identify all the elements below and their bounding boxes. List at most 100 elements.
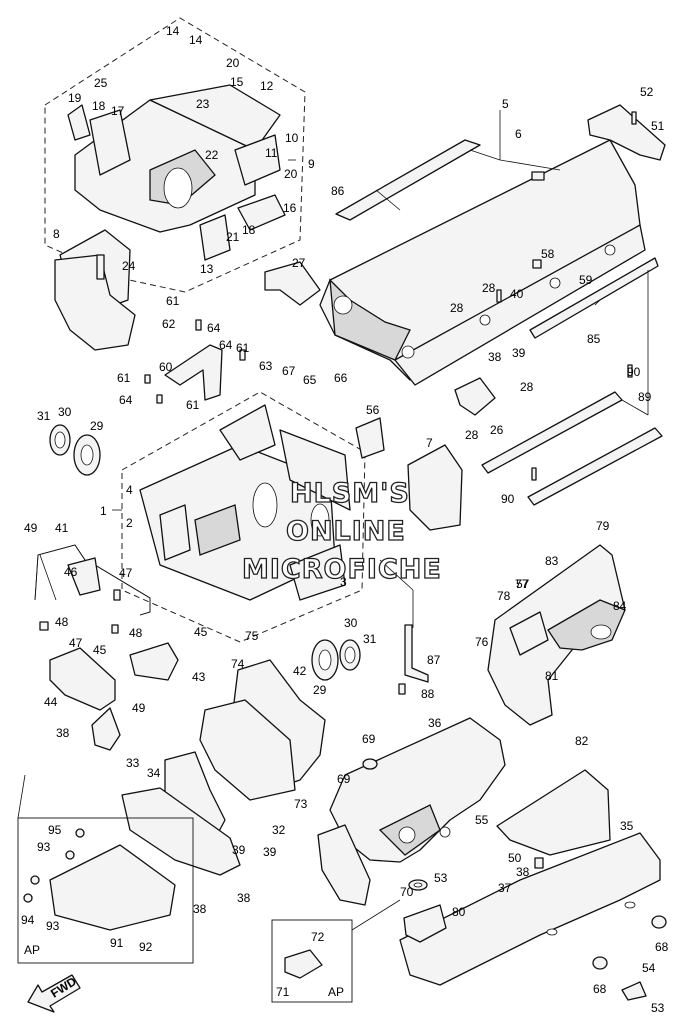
callout: 27 bbox=[292, 256, 306, 270]
callout: 39 bbox=[263, 845, 277, 859]
callout: 1 bbox=[100, 504, 107, 518]
guard-32 bbox=[121, 787, 241, 876]
callout: 16 bbox=[283, 201, 297, 215]
callout: 64 bbox=[119, 393, 133, 407]
callout: 38 bbox=[56, 726, 70, 740]
callout: 93 bbox=[46, 919, 60, 933]
callout: 79 bbox=[596, 519, 610, 533]
callout: 76 bbox=[475, 635, 489, 649]
callout: 38 bbox=[516, 865, 530, 879]
callout: 59 bbox=[579, 273, 593, 287]
callout: 90 bbox=[501, 492, 515, 506]
group-outline-9 bbox=[44, 17, 306, 293]
callout: 31 bbox=[363, 632, 377, 646]
callout: 28 bbox=[465, 428, 479, 442]
callout: 7 bbox=[426, 436, 433, 450]
callout: 42 bbox=[293, 664, 307, 678]
callout: 84 bbox=[613, 599, 627, 613]
callout: 30 bbox=[58, 405, 72, 419]
callout: 64 bbox=[219, 338, 233, 352]
callout: 52 bbox=[640, 85, 654, 99]
callout: 80 bbox=[452, 905, 466, 919]
bracket-7 bbox=[407, 444, 463, 531]
callout: 51 bbox=[651, 119, 665, 133]
fastener-93-lower bbox=[30, 875, 40, 885]
callout: 9 bbox=[308, 157, 315, 171]
callout: 85 bbox=[587, 332, 601, 346]
callout: 86 bbox=[331, 184, 345, 198]
inset-label-left: AP bbox=[24, 943, 40, 957]
callout: 35 bbox=[620, 819, 634, 833]
leader-lines bbox=[17, 110, 649, 931]
callout: 78 bbox=[497, 589, 511, 603]
callout: 73 bbox=[294, 797, 308, 811]
callout: 34 bbox=[147, 766, 161, 780]
callout: 49 bbox=[132, 701, 146, 715]
callout: 30 bbox=[344, 616, 358, 630]
side-panel-35 bbox=[399, 832, 661, 986]
callout: 12 bbox=[260, 79, 274, 93]
callout: 55 bbox=[475, 813, 489, 827]
watermark-line-2: ONLINE bbox=[286, 516, 406, 547]
bracket-51 bbox=[587, 104, 666, 161]
callout: 14 bbox=[166, 24, 180, 38]
callout: 39 bbox=[232, 843, 246, 857]
callout: 53 bbox=[651, 1001, 665, 1015]
callout: 18 bbox=[242, 223, 256, 237]
callout: 67 bbox=[282, 364, 296, 378]
pad-80 bbox=[403, 904, 447, 943]
callout: 37 bbox=[498, 881, 512, 895]
callout: 82 bbox=[575, 734, 589, 748]
inset-box-center bbox=[271, 919, 353, 1003]
clip-71 bbox=[284, 949, 323, 979]
bracket-33 bbox=[91, 707, 121, 751]
side-panel-right bbox=[487, 544, 626, 726]
callout: 6 bbox=[515, 127, 522, 141]
callout: 20 bbox=[284, 167, 298, 181]
callout: 8 bbox=[53, 227, 60, 241]
callout: 61 bbox=[117, 371, 131, 385]
callout: 62 bbox=[162, 317, 176, 331]
callout: 93 bbox=[37, 840, 51, 854]
callout: 61 bbox=[166, 294, 180, 308]
fwd-arrow-icon bbox=[27, 974, 81, 1013]
inset-label-center: AP bbox=[328, 985, 344, 999]
callout: 29 bbox=[90, 419, 104, 433]
callout: 47 bbox=[69, 636, 83, 650]
callout: 46 bbox=[64, 565, 78, 579]
plate-91 bbox=[49, 844, 176, 931]
callout: 94 bbox=[21, 913, 35, 927]
callout: 32 bbox=[272, 823, 286, 837]
callout: 19 bbox=[68, 91, 82, 105]
callout: 48 bbox=[129, 626, 143, 640]
grommet-lower bbox=[311, 639, 361, 681]
callout: 15 bbox=[230, 75, 244, 89]
callout: 54 bbox=[642, 961, 656, 975]
fender-73 bbox=[199, 699, 296, 801]
callout: 5 bbox=[502, 97, 509, 111]
callout: 89 bbox=[638, 390, 652, 404]
callout: 95 bbox=[48, 823, 62, 837]
callout-labels: 1 2 3 4 5 6 7 8 9 10 11 12 13 14 14 15 1… bbox=[21, 24, 669, 1015]
bracket-43 bbox=[129, 642, 179, 681]
latch-24 bbox=[96, 254, 105, 280]
callout: 48 bbox=[55, 615, 69, 629]
callout: 18 bbox=[92, 99, 106, 113]
fastener-94 bbox=[23, 893, 33, 903]
callout: 72 bbox=[311, 930, 325, 944]
callout: 90 bbox=[627, 365, 641, 379]
callout: 65 bbox=[303, 373, 317, 387]
callout: 38 bbox=[488, 350, 502, 364]
bracket-46 bbox=[67, 557, 101, 596]
fastener-95 bbox=[75, 828, 85, 838]
callout: 60 bbox=[159, 360, 173, 374]
callout: 38 bbox=[237, 891, 251, 905]
callout: 33 bbox=[126, 756, 140, 770]
callout: 58 bbox=[541, 247, 555, 261]
callout: 28 bbox=[520, 380, 534, 394]
callout: 20 bbox=[226, 56, 240, 70]
callout: 41 bbox=[55, 521, 69, 535]
callout: 81 bbox=[545, 669, 559, 683]
fasteners bbox=[39, 111, 667, 1001]
bracket-27 bbox=[264, 261, 321, 306]
